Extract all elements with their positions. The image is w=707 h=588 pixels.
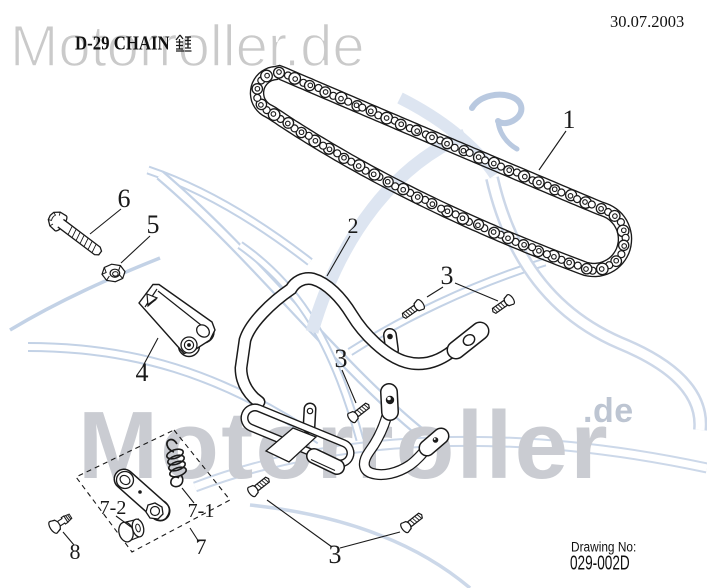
svg-text:3: 3 <box>441 261 454 290</box>
svg-text:3: 3 <box>335 344 348 373</box>
svg-text:8: 8 <box>70 539 81 564</box>
svg-text:6: 6 <box>118 184 131 213</box>
svg-text:1: 1 <box>563 105 576 134</box>
svg-text:30.07.2003: 30.07.2003 <box>610 12 684 31</box>
svg-text:Drawing No:: Drawing No: <box>571 539 636 555</box>
svg-text:2: 2 <box>348 213 359 238</box>
svg-text:Motorroller.de: Motorroller.de <box>10 14 365 79</box>
svg-text:5: 5 <box>147 210 160 239</box>
svg-text:4: 4 <box>136 358 149 387</box>
svg-text:7-1: 7-1 <box>188 500 215 522</box>
svg-text:7-2: 7-2 <box>100 497 127 519</box>
svg-text:7: 7 <box>196 534 207 559</box>
svg-text:.de: .de <box>583 392 634 430</box>
svg-text:3: 3 <box>329 540 342 569</box>
svg-text:D-29 CHAIN: D-29 CHAIN <box>75 32 170 54</box>
svg-text:029-002D: 029-002D <box>570 552 630 574</box>
